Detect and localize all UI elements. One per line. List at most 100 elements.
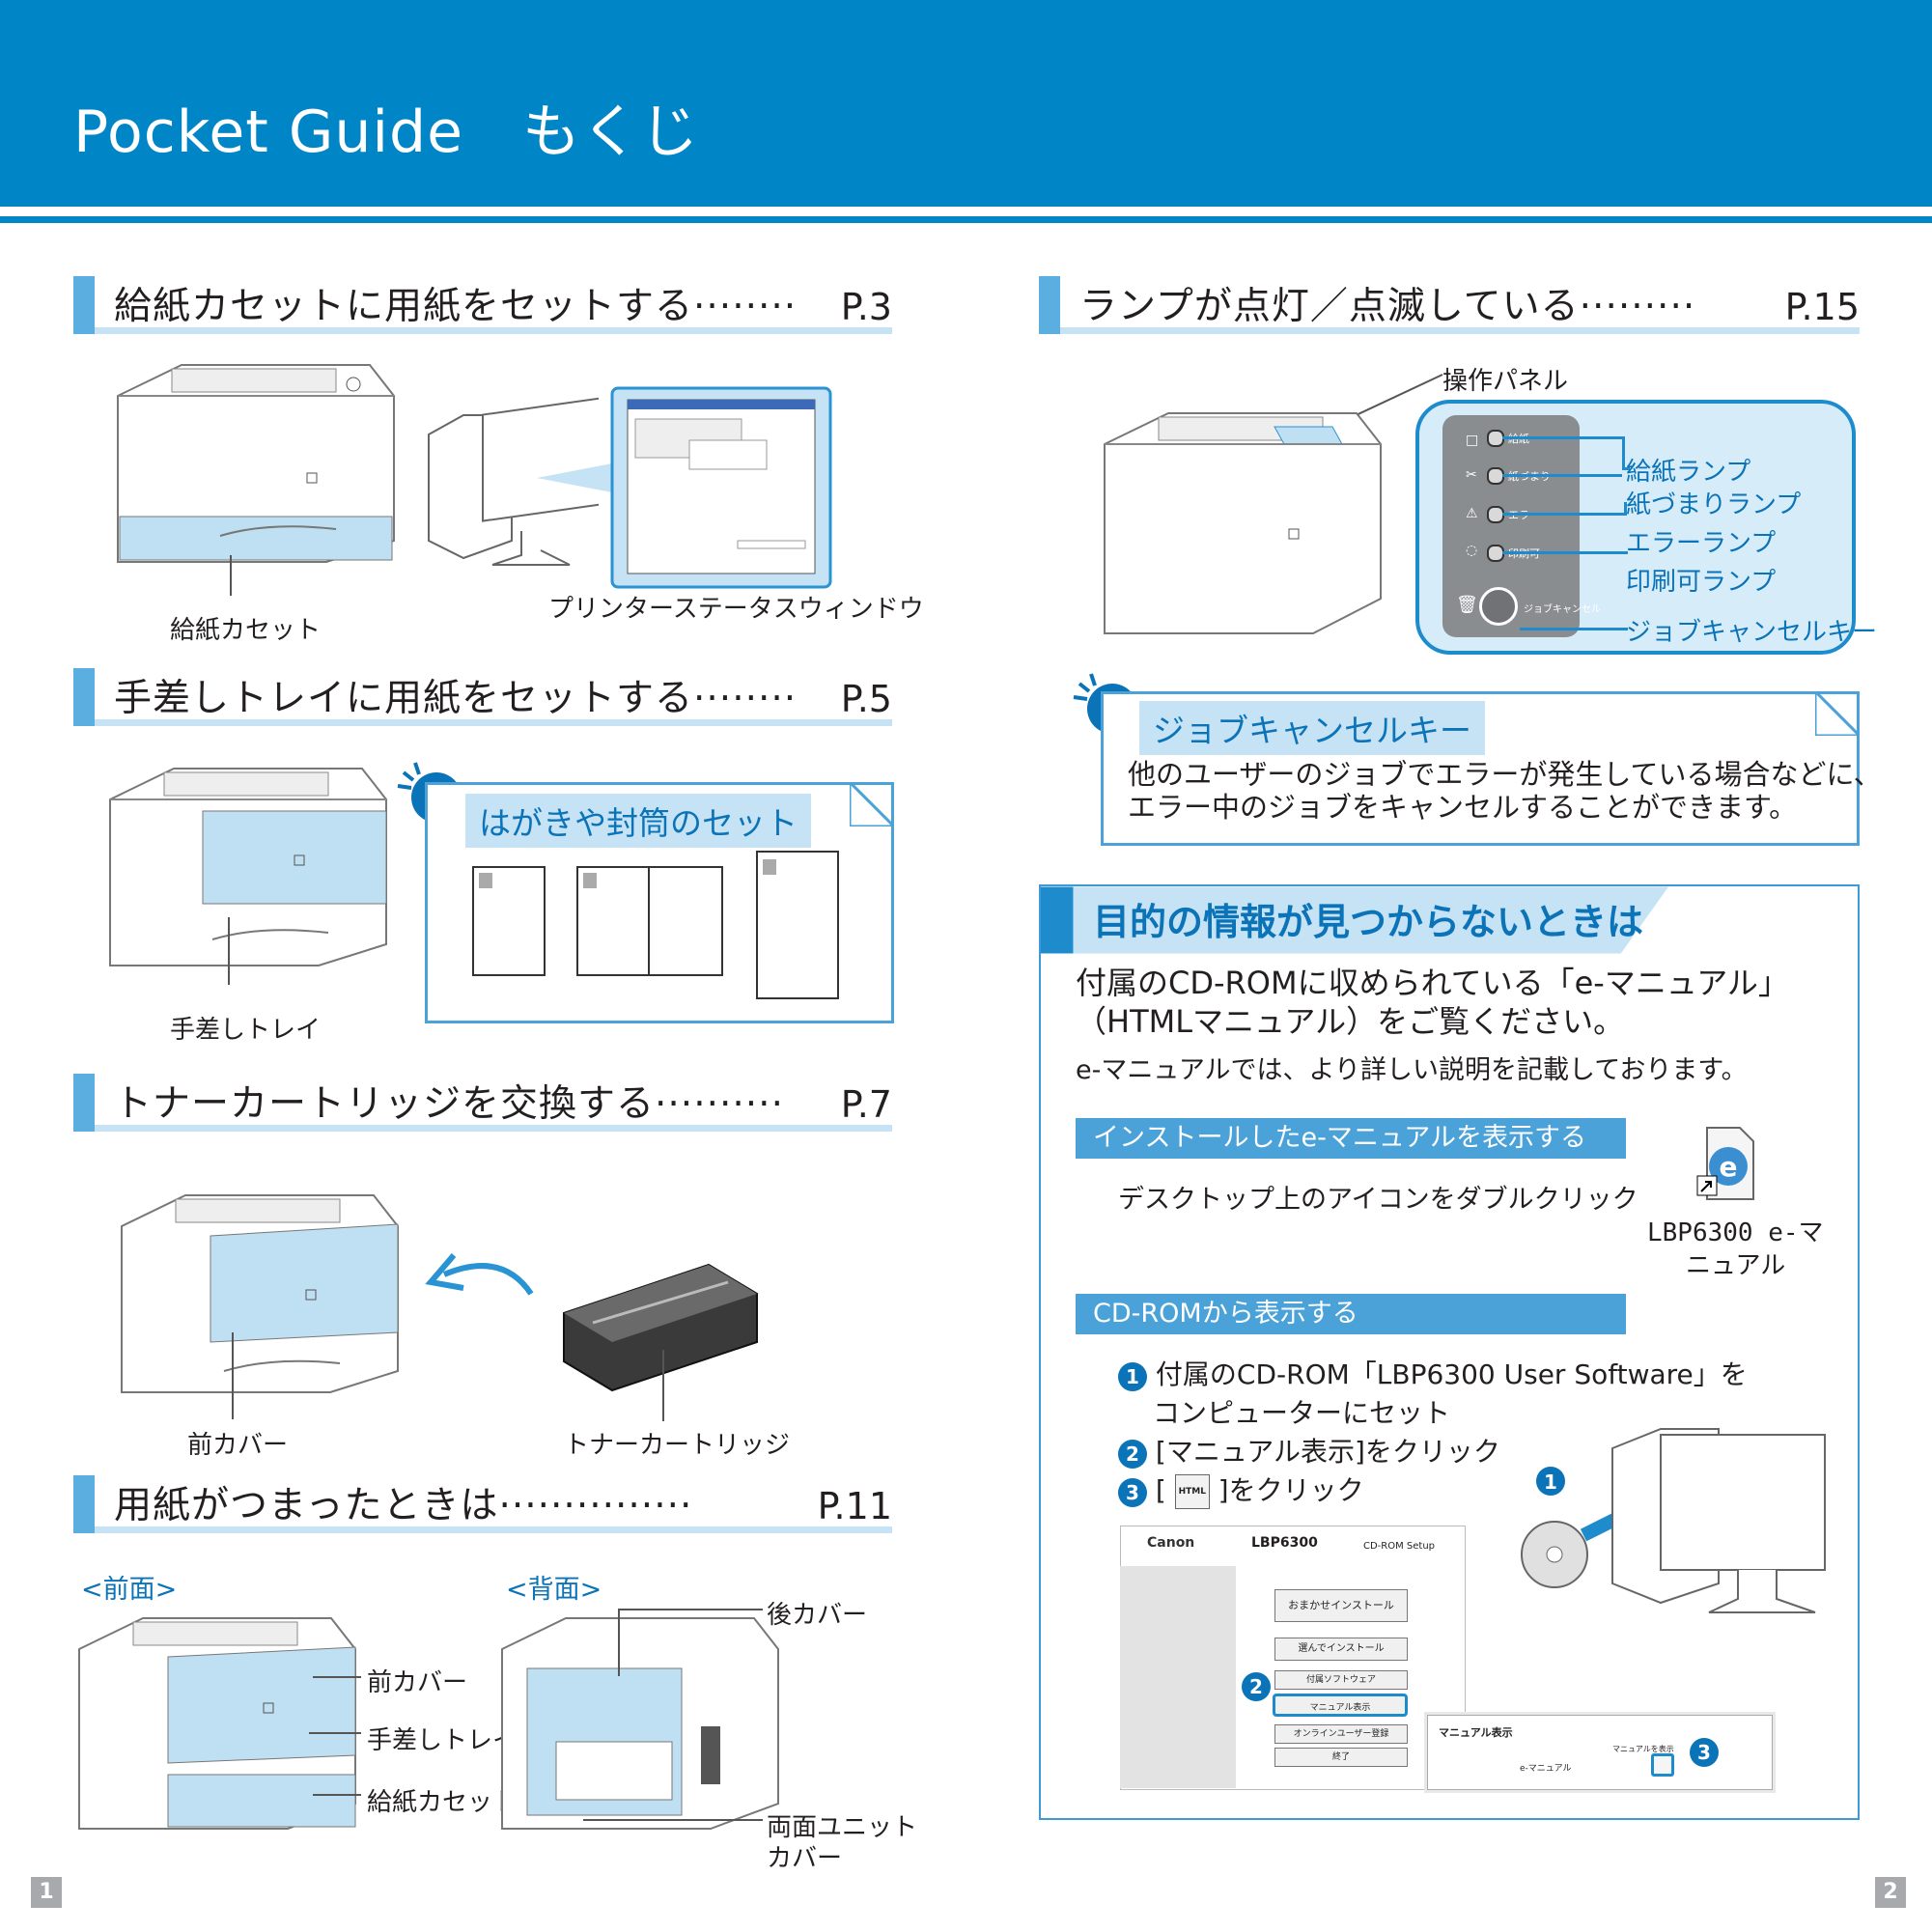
popup-item: e-マニュアル bbox=[1520, 1764, 1572, 1774]
leader-line bbox=[618, 1609, 620, 1676]
desktop-instruction: デスクトップ上のアイコンをダブルクリック bbox=[1118, 1185, 1638, 1215]
leader-line bbox=[662, 1350, 664, 1421]
section-underline bbox=[95, 1125, 892, 1132]
step-number: 2 bbox=[1118, 1440, 1147, 1469]
leader-line bbox=[1622, 467, 1630, 470]
section-marker bbox=[73, 1475, 95, 1533]
setup-brand: Canon bbox=[1147, 1535, 1195, 1551]
step-1: 1 付属のCD-ROM「LBP6300 User Software」を bbox=[1118, 1354, 1748, 1392]
section-page: P.5 bbox=[840, 678, 892, 720]
section-title: 用紙がつまったときは··············· bbox=[114, 1484, 693, 1527]
section-marker bbox=[1039, 276, 1060, 334]
lamp-name-jam: 紙づまりランプ bbox=[1626, 490, 1802, 519]
header-rule bbox=[0, 216, 1932, 223]
printer-illustration bbox=[117, 364, 395, 563]
e-manual-desktop-icon[interactable]: e bbox=[1695, 1126, 1759, 1203]
callout-back-cover: 後カバー bbox=[767, 1601, 868, 1630]
label-operation-panel: 操作パネル bbox=[1442, 367, 1569, 396]
leader-line bbox=[1502, 551, 1628, 554]
job-cancel-key[interactable] bbox=[1479, 587, 1518, 626]
callout-duplex-cover-1: 両面ユニット bbox=[767, 1813, 918, 1842]
section-underline bbox=[1060, 327, 1860, 334]
popup-column: マニュアルを表示 bbox=[1612, 1745, 1674, 1753]
html-file-icon: HTML bbox=[1174, 1474, 1210, 1509]
leader-line bbox=[230, 555, 232, 596]
svg-text:1: 1 bbox=[1544, 1470, 1557, 1494]
page-fold bbox=[850, 782, 894, 826]
leader-line bbox=[1624, 502, 1627, 516]
setup-sidebar bbox=[1120, 1566, 1236, 1788]
page-number-right: 2 bbox=[1875, 1877, 1906, 1908]
setup-auto-install-button[interactable]: おまかせインストール bbox=[1274, 1589, 1408, 1622]
trash-icon: 🗑 bbox=[1456, 595, 1478, 615]
step-text: [マニュアル表示]をクリック bbox=[1155, 1436, 1500, 1468]
section-page: P.3 bbox=[840, 286, 892, 328]
step-2: 2 [マニュアル表示]をクリック bbox=[1118, 1431, 1500, 1470]
step-text: 付属のCD-ROM「LBP6300 User Software」を bbox=[1155, 1358, 1748, 1390]
leader-line bbox=[1502, 513, 1624, 516]
printer-back-illustration bbox=[501, 1617, 779, 1830]
lamp-name-job-cancel: ジョブキャンセルキー bbox=[1626, 618, 1878, 647]
section-lamps: ランプが点灯／点滅している········· P.15 bbox=[1039, 276, 1860, 334]
caption-cassette: 給紙カセット bbox=[170, 616, 322, 645]
computer-illustration bbox=[428, 394, 599, 566]
arrow-icon bbox=[425, 1253, 534, 1296]
popup-html-button[interactable] bbox=[1651, 1753, 1674, 1777]
step-number: 3 bbox=[1118, 1478, 1147, 1507]
toner-cartridge-illustration bbox=[563, 1263, 758, 1392]
leader-line bbox=[228, 917, 230, 985]
page-fold bbox=[1815, 691, 1860, 736]
note-line-1: 他のユーザーのジョブでエラーが発生している場合などに、 bbox=[1128, 758, 1882, 791]
setup-window-title: CD-ROM Setup bbox=[1363, 1541, 1436, 1552]
cd-computer-illustration: 1 bbox=[1521, 1428, 1826, 1613]
setup-software-button[interactable]: 付属ソフトウェア bbox=[1274, 1670, 1408, 1690]
lamp-name-error: エラーランプ bbox=[1626, 529, 1777, 558]
page-title: Pocket Guide もくじ bbox=[73, 98, 700, 166]
warning-icon: ⚠ bbox=[1466, 506, 1478, 521]
info-lead-2: （HTMLマニュアル）をご覧ください。 bbox=[1076, 1003, 1625, 1040]
step-number: 1 bbox=[1118, 1362, 1147, 1391]
strip-cdrom: CD-ROMから表示する bbox=[1076, 1294, 1626, 1334]
status-window-callout bbox=[537, 386, 832, 589]
printer-front-illustration bbox=[78, 1617, 356, 1830]
step-text-post: ]をクリック bbox=[1218, 1474, 1364, 1506]
setup-manual-button[interactable]: マニュアル表示 bbox=[1273, 1694, 1408, 1717]
label-front: <前面> bbox=[81, 1575, 178, 1605]
popup-title: マニュアル表示 bbox=[1439, 1726, 1513, 1739]
section-title: ランプが点灯／点滅している········· bbox=[1079, 285, 1696, 328]
leader-line bbox=[1622, 436, 1625, 469]
section-marker bbox=[73, 276, 95, 334]
info-box bbox=[1039, 884, 1860, 1820]
caption-status-window: プリンターステータスウィンドウ bbox=[548, 595, 924, 624]
section-marker bbox=[73, 1074, 95, 1132]
setup-register-button[interactable]: オンラインユーザー登録 bbox=[1274, 1724, 1408, 1744]
setup-model: LBP6300 bbox=[1251, 1535, 1318, 1551]
step-marker-3: 3 bbox=[1690, 1738, 1719, 1767]
section-toner: トナーカートリッジを交換する·········· P.7 bbox=[73, 1074, 892, 1132]
section-underline bbox=[95, 719, 892, 726]
info-title: 目的の情報が見つからないときは bbox=[1093, 901, 1644, 943]
step-marker-2: 2 bbox=[1242, 1672, 1271, 1701]
icon-label-2: ニュアル bbox=[1686, 1251, 1786, 1280]
section-title: 手差しトレイに用紙をセットする········ bbox=[114, 677, 798, 720]
svg-text:e: e bbox=[1720, 1151, 1738, 1183]
note-title: ジョブキャンセルキー bbox=[1139, 701, 1485, 755]
lamp-name-ready: 印刷可ランプ bbox=[1626, 568, 1777, 597]
section-title: トナーカートリッジを交換する·········· bbox=[114, 1082, 784, 1126]
step-text-pre: [ bbox=[1155, 1474, 1166, 1506]
postcard-illustrations bbox=[472, 851, 839, 999]
section-marker bbox=[73, 668, 95, 726]
lamp-jam-icon: ✂ bbox=[1466, 467, 1477, 483]
section-page: P.7 bbox=[840, 1083, 892, 1126]
header-band bbox=[0, 0, 1932, 207]
leader-line bbox=[1520, 628, 1628, 630]
printer-illustration bbox=[109, 768, 387, 966]
setup-exit-button[interactable]: 終了 bbox=[1274, 1748, 1408, 1767]
setup-custom-install-button[interactable]: 選んでインストール bbox=[1274, 1638, 1408, 1661]
note-title: はがきや封筒のセット bbox=[465, 794, 811, 848]
section-paper-cassette: 給紙カセットに用紙をセットする········ P.3 bbox=[73, 276, 892, 334]
caption-front-cover: 前カバー bbox=[187, 1431, 289, 1460]
section-page: P.11 bbox=[817, 1485, 892, 1527]
job-cancel-label: ジョブキャンセル bbox=[1524, 604, 1601, 615]
printer-panel-illustration bbox=[1104, 412, 1382, 634]
